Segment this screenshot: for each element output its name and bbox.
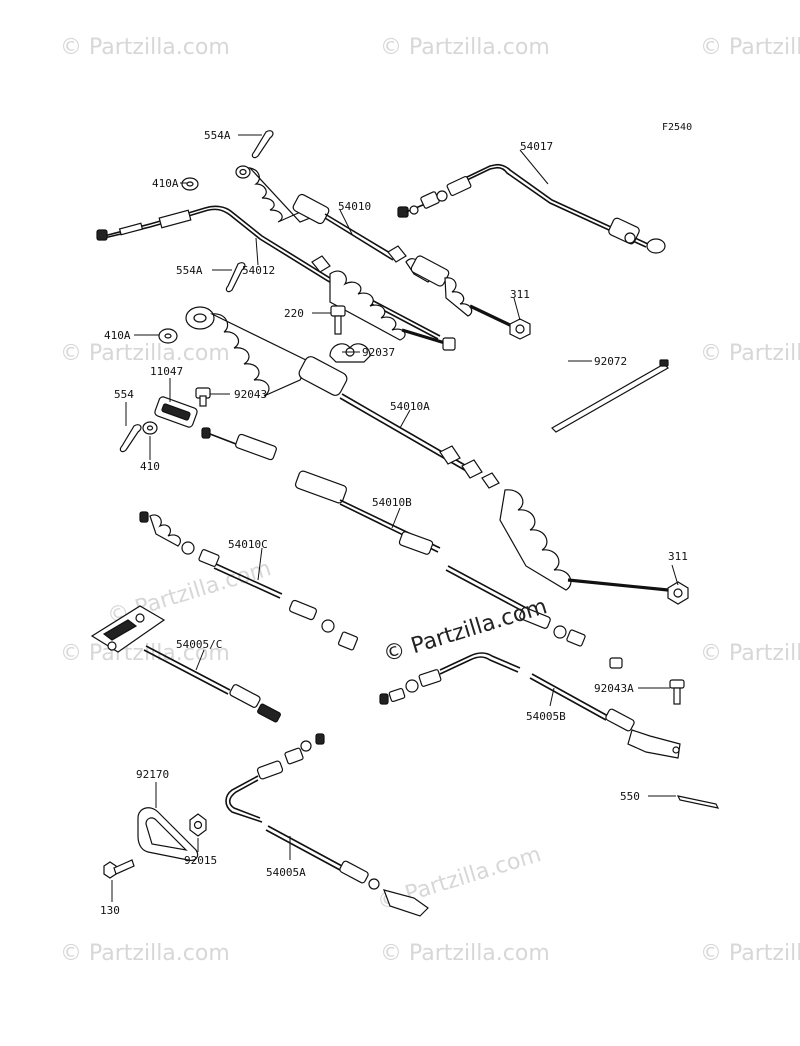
watermark: © Partzilla.com xyxy=(380,941,550,966)
watermark: © Partzilla.com xyxy=(700,941,800,966)
watermark: © Partzilla.com xyxy=(700,641,800,666)
watermark: © Partzilla.com xyxy=(700,341,800,366)
nut-92015 xyxy=(189,813,207,837)
label-92015[interactable]: 92015 xyxy=(184,854,217,867)
label-54010B[interactable]: 54010B xyxy=(372,496,412,509)
label-554A[interactable]: 554A xyxy=(176,264,203,277)
watermark: © Partzilla.com xyxy=(700,35,800,60)
nut-311-bottom xyxy=(667,581,689,605)
label-92043[interactable]: 92043 xyxy=(234,388,267,401)
label-54005C[interactable]: 54005/C xyxy=(176,638,222,651)
label-54010[interactable]: 54010 xyxy=(338,200,371,213)
label-54017[interactable]: 54017 xyxy=(520,140,553,153)
cable-54010[interactable] xyxy=(235,165,513,328)
bracket-92170 xyxy=(137,807,199,861)
watermark: © Partzilla.com xyxy=(60,35,230,60)
cable-54005A[interactable] xyxy=(225,733,429,917)
cable-54010A[interactable] xyxy=(185,306,669,592)
label-311[interactable]: 311 xyxy=(668,550,688,563)
label-54010C[interactable]: 54010C xyxy=(228,538,268,551)
label-550[interactable]: 550 xyxy=(620,790,640,803)
label-410[interactable]: 410 xyxy=(140,460,160,473)
cotter-pin-554A-mid xyxy=(225,262,246,293)
label-554[interactable]: 554 xyxy=(114,388,134,401)
nut-311-top xyxy=(509,318,531,340)
label-410A[interactable]: 410A xyxy=(104,329,131,342)
label-220[interactable]: 220 xyxy=(284,307,304,320)
label-311[interactable]: 311 xyxy=(510,288,530,301)
cotter-pin-554 xyxy=(119,424,142,453)
label-130[interactable]: 130 xyxy=(100,904,120,917)
label-554A[interactable]: 554A xyxy=(204,129,231,142)
clip-550 xyxy=(676,795,720,809)
cotter-pin-554A-top xyxy=(251,130,274,159)
watermark: © Partzilla.com xyxy=(60,341,230,366)
cable-54010B[interactable] xyxy=(201,427,623,669)
watermark: © Partzilla.com xyxy=(60,941,230,966)
cable-tie-92072 xyxy=(551,359,669,433)
label-92072[interactable]: 92072 xyxy=(594,355,627,368)
label-92043A[interactable]: 92043A xyxy=(594,682,634,695)
watermark: © Partzilla.com xyxy=(380,35,550,60)
bolt-220 xyxy=(330,305,346,335)
rubber-boot xyxy=(329,270,406,341)
part-labels: 554A 410A 54017 54010 554A 54012 311 220… xyxy=(100,129,688,917)
cable-54010C[interactable] xyxy=(139,511,359,651)
cable-54005C[interactable] xyxy=(90,605,281,723)
watermark: © Partzilla.com xyxy=(60,641,230,666)
cable-54005B[interactable] xyxy=(379,652,681,759)
washer-410A-mid xyxy=(158,328,178,344)
label-11047[interactable]: 11047 xyxy=(150,365,183,378)
label-54005B[interactable]: 54005B xyxy=(526,710,566,723)
bolt-130 xyxy=(103,859,135,879)
rubber-cap-11047 xyxy=(154,396,198,428)
label-54005A[interactable]: 54005A xyxy=(266,866,306,879)
leader-lines xyxy=(111,134,679,902)
washer-410 xyxy=(142,421,158,435)
pin-92043A xyxy=(669,679,685,705)
bolt-92043 xyxy=(195,387,211,407)
label-54010A[interactable]: 54010A xyxy=(390,400,430,413)
label-54012[interactable]: 54012 xyxy=(242,264,275,277)
washer-410A-top xyxy=(181,177,199,191)
cable-54012[interactable] xyxy=(96,205,456,351)
label-92037[interactable]: 92037 xyxy=(362,346,395,359)
figure-code: F2540 xyxy=(662,122,692,133)
cable-54017[interactable] xyxy=(397,163,666,254)
center-watermark: © Partzilla.com xyxy=(380,594,550,668)
label-92170[interactable]: 92170 xyxy=(136,768,169,781)
label-410A[interactable]: 410A xyxy=(152,177,179,190)
